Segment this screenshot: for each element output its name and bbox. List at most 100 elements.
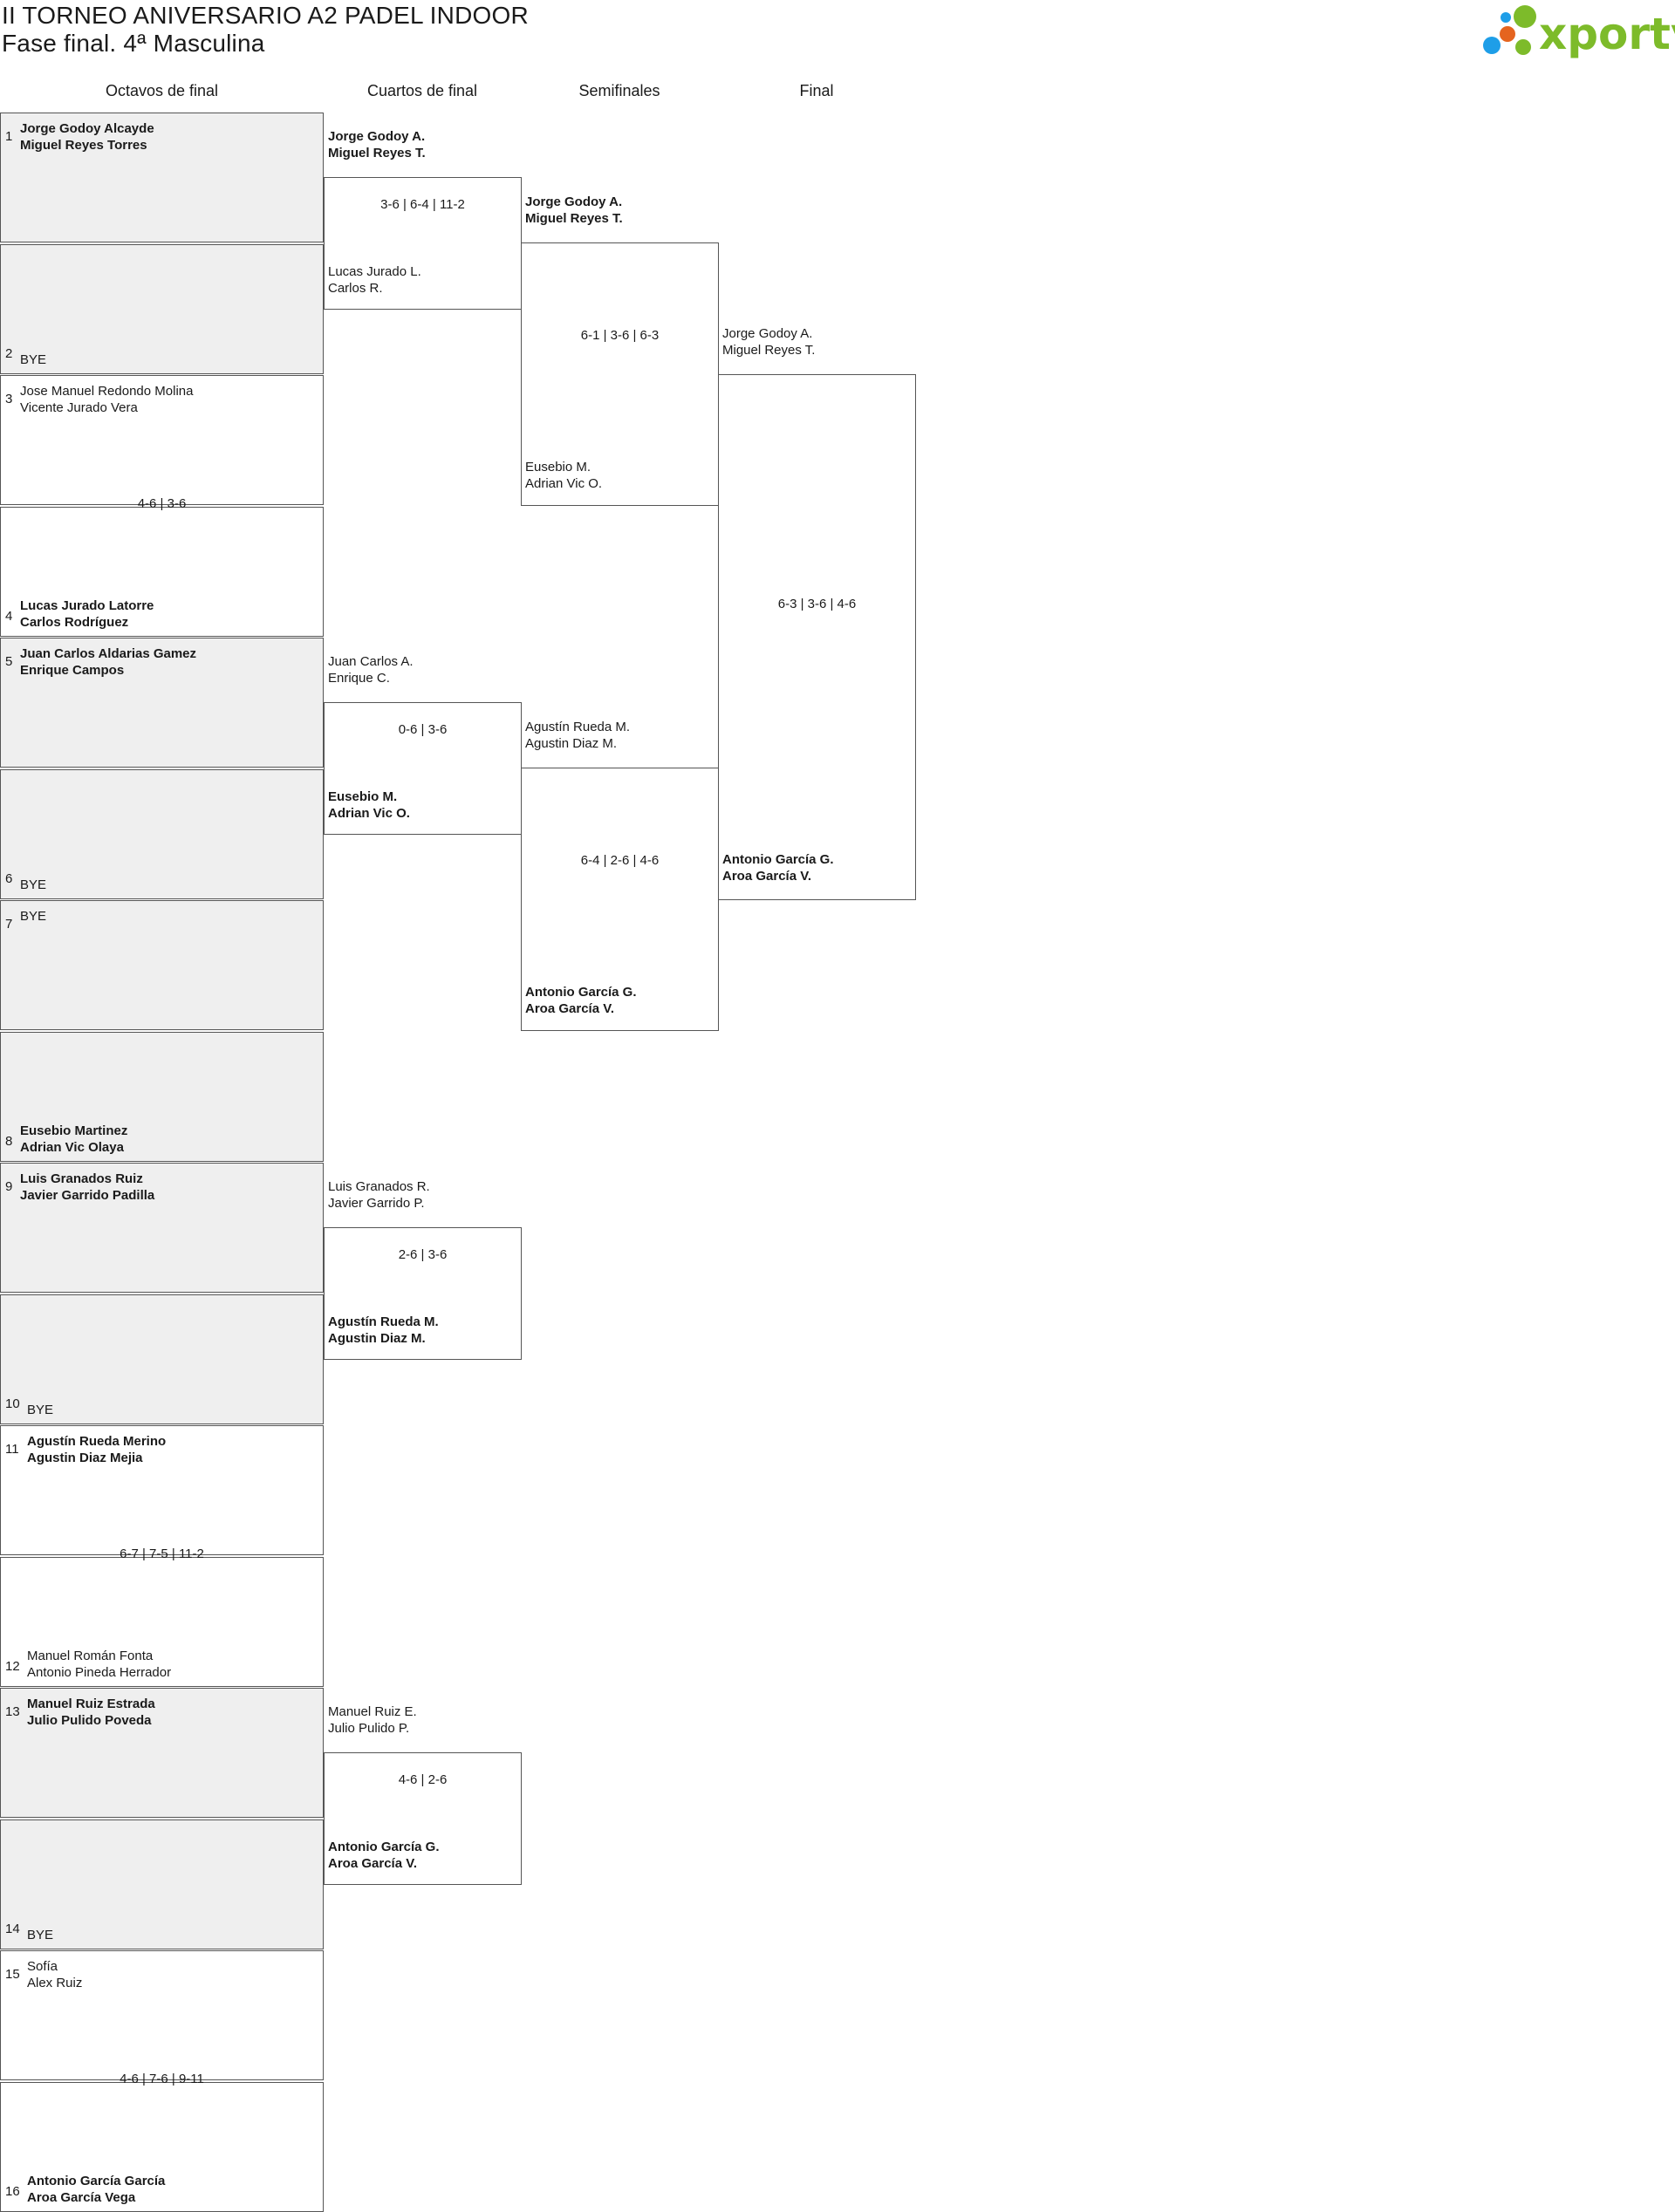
player-name: Adrian Vic Olaya (20, 1140, 124, 1155)
player-name: Antonio García G. (722, 852, 834, 867)
team-names: BYE (20, 908, 46, 925)
player-name: Miguel Reyes T. (722, 343, 816, 358)
round-header-semis: Semifinales (578, 82, 660, 99)
player-name: Eusebio Martinez (20, 1123, 128, 1138)
player-name: Adrian Vic O. (525, 476, 603, 491)
round-header-cuartos: Cuartos de final (366, 82, 478, 99)
player-name: Jorge Godoy Alcayde (20, 121, 154, 136)
player-name: Jorge Godoy A. (722, 326, 813, 341)
player-name: Lucas Jurado L. (328, 264, 421, 279)
player-name: Agustín Rueda M. (328, 1314, 439, 1329)
octavos-slot: 6 BYE (0, 769, 324, 899)
team-names: BYE (27, 1927, 53, 1943)
seed-number: 6 (5, 871, 13, 886)
cuartos-score: 2-6 | 3-6 (398, 1247, 448, 1262)
svg-text:xporty: xporty (1539, 9, 1675, 59)
team-names: BYE (20, 877, 46, 893)
seed-number: 2 (5, 346, 13, 361)
semis-team-bottom: Antonio García G.Aroa García V. (525, 984, 637, 1017)
match-score: 4-6 | 7-6 | 9-11 (120, 2072, 204, 2086)
seed-number: 15 (5, 1967, 20, 1982)
player-name: BYE (27, 1403, 54, 1417)
player-name: Aroa García V. (328, 1856, 418, 1871)
octavos-slot: 2 BYE (0, 244, 324, 374)
cuartos-team-bottom: Eusebio M.Adrian Vic O. (328, 789, 410, 822)
player-name: Alex Ruiz (27, 1976, 83, 1990)
seed-number: 12 (5, 1659, 20, 1674)
player-name: Jorge Godoy A. (328, 129, 426, 144)
cuartos-team-bottom: Lucas Jurado L.Carlos R. (328, 263, 421, 297)
player-name: Antonio Pineda Herrador (27, 1665, 172, 1680)
player-name: Luis Granados Ruiz (20, 1171, 143, 1186)
match-score: 6-7 | 7-5 | 11-2 (120, 1546, 204, 1561)
cuartos-team-top: Jorge Godoy A. Miguel Reyes T. (328, 128, 426, 161)
semis-score: 6-1 | 3-6 | 6-3 (580, 328, 660, 343)
player-name: Juan Carlos Aldarias Gamez (20, 646, 197, 661)
final-score: 6-3 | 3-6 | 4-6 (777, 597, 857, 611)
tournament-subtitle: Fase final. 4ª Masculina (2, 30, 265, 57)
player-name: Eusebio M. (328, 789, 398, 804)
player-name: Aroa García V. (525, 1001, 615, 1016)
player-name: Agustín Rueda Merino (27, 1434, 167, 1449)
player-name: Agustin Diaz Mejia (27, 1451, 143, 1465)
player-name: Julio Pulido P. (328, 1721, 410, 1736)
player-name: Jorge Godoy A. (525, 195, 623, 209)
player-name: Antonio García G. (328, 1840, 440, 1854)
seed-number: 8 (5, 1134, 13, 1149)
player-name: Antonio García García (27, 2174, 166, 2188)
seed-number: 7 (5, 917, 13, 932)
final-box (718, 374, 916, 900)
cuartos-team-top: Manuel Ruiz E.Julio Pulido P. (328, 1703, 417, 1737)
player-name: Miguel Reyes T. (328, 146, 426, 160)
semis-team-bottom: Eusebio M.Adrian Vic O. (525, 459, 602, 492)
seed-number: 4 (5, 609, 13, 624)
final-team-top: Jorge Godoy A. Miguel Reyes T. (722, 325, 815, 358)
player-name: Manuel Román Fonta (27, 1649, 154, 1663)
semis-team-top: Agustín Rueda M.Agustin Diaz M. (525, 719, 630, 752)
team-names: BYE (27, 1402, 53, 1418)
player-name: Sofía (27, 1959, 58, 1974)
player-name: BYE (27, 1928, 54, 1942)
final-team-bottom: Antonio García G.Aroa García V. (722, 851, 834, 884)
player-name: Lucas Jurado Latorre (20, 598, 154, 613)
semis-score: 6-4 | 2-6 | 4-6 (580, 853, 660, 868)
semis-team-top: Jorge Godoy A. Miguel Reyes T. (525, 194, 623, 227)
team-names: BYE (20, 352, 46, 368)
cuartos-score: 0-6 | 3-6 (398, 722, 448, 737)
seed-number: 5 (5, 654, 13, 669)
cuartos-team-top: Juan Carlos A.Enrique C. (328, 653, 414, 686)
player-name: Julio Pulido Poveda (27, 1713, 152, 1728)
player-name: Aroa García Vega (27, 2190, 136, 2205)
seed-number: 14 (5, 1922, 20, 1936)
player-name: Manuel Ruiz Estrada (27, 1697, 155, 1711)
seed-number: 16 (5, 2184, 20, 2199)
octavos-slot: 7 BYE (0, 900, 324, 1030)
player-name: Miguel Reyes Torres (20, 138, 147, 153)
octavos-slot: 14 BYE (0, 1819, 324, 1949)
player-name: Javier Garrido Padilla (20, 1188, 155, 1203)
cuartos-score: 4-6 | 2-6 (398, 1772, 448, 1787)
seed-number: 9 (5, 1179, 13, 1194)
cuartos-team-bottom: Agustín Rueda M.Agustin Diaz M. (328, 1314, 439, 1347)
cuartos-team-bottom: Antonio García G. Aroa García V. (328, 1839, 440, 1872)
player-name: Vicente Jurado Vera (20, 400, 138, 415)
player-name: Miguel Reyes T. (525, 211, 623, 226)
seed-number: 11 (5, 1442, 19, 1457)
